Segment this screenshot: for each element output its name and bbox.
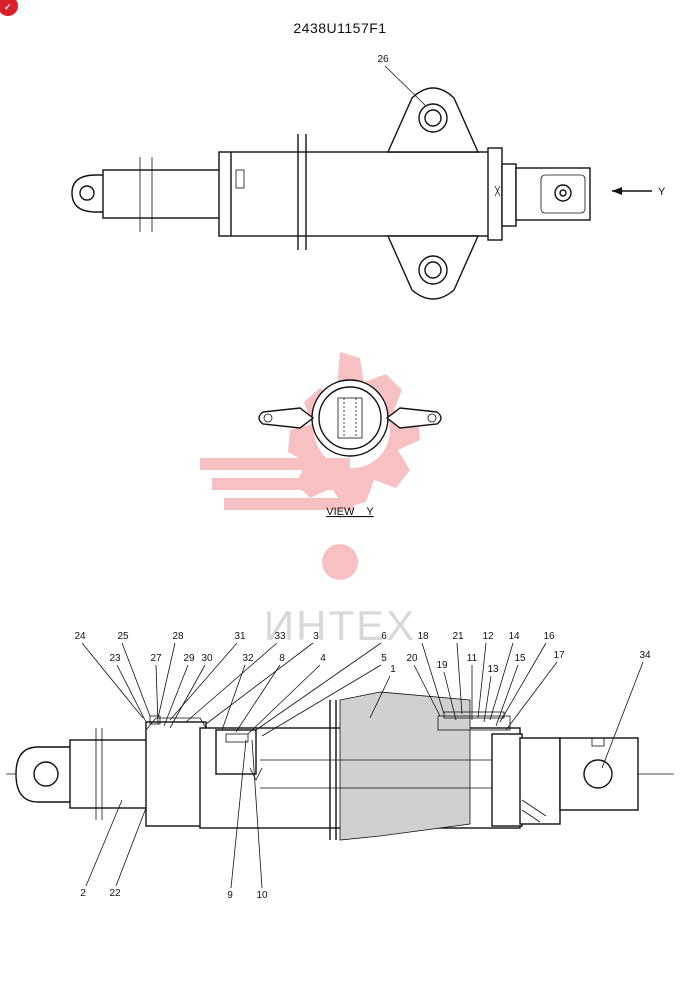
watermark (200, 352, 420, 580)
callout-13: 13 (487, 664, 499, 675)
callout-14: 14 (508, 631, 520, 642)
callout-26-label: 26 (377, 54, 389, 65)
callout-20: 20 (406, 653, 418, 664)
callout-10: 10 (256, 890, 268, 901)
callout-34: 34 (639, 650, 651, 661)
corner-logo-icon: ✓ (0, 0, 18, 16)
callout-26: 26 (377, 54, 427, 107)
callout-5: 5 (381, 653, 387, 664)
callout-17: 17 (553, 650, 565, 661)
section-callouts: 24 25 28 31 33 3 6 18 21 12 14 16 23 27 … (74, 631, 651, 901)
callout-25: 25 (117, 631, 129, 642)
callout-1: 1 (390, 664, 396, 675)
callout-19: 19 (436, 660, 448, 671)
callout-31: 31 (234, 631, 246, 642)
callout-12: 12 (482, 631, 494, 642)
view-arrow-label: Y (658, 186, 666, 198)
cylinder-external-view: Y (71, 87, 666, 300)
view-y-label: VIEW Y (326, 506, 374, 518)
leader-lines (81, 642, 644, 889)
watermark-text: ИНТЕХ (264, 602, 416, 649)
callout-33: 33 (274, 631, 286, 642)
callout-16: 16 (543, 631, 555, 642)
callout-30: 30 (201, 653, 213, 664)
callout-9: 9 (227, 890, 233, 901)
callout-28: 28 (172, 631, 184, 642)
callout-27: 27 (150, 653, 162, 664)
cylinder-section-view (6, 691, 674, 841)
callout-2: 2 (80, 888, 86, 899)
callout-3: 3 (313, 631, 319, 642)
drawing-part-number: 2438U1157F1 (293, 20, 386, 36)
callout-8: 8 (279, 653, 285, 664)
callout-18: 18 (417, 631, 429, 642)
callout-24: 24 (74, 631, 86, 642)
callout-15: 15 (514, 653, 526, 664)
callout-4: 4 (320, 653, 326, 664)
callout-23: 23 (109, 653, 121, 664)
callout-32: 32 (242, 653, 254, 664)
callout-21: 21 (452, 631, 464, 642)
callout-22: 22 (109, 888, 121, 899)
callout-29: 29 (183, 653, 195, 664)
view-y-drawing (258, 379, 442, 457)
callout-11: 11 (467, 653, 478, 664)
callout-6: 6 (381, 631, 387, 642)
svg-text:✓: ✓ (4, 2, 12, 12)
